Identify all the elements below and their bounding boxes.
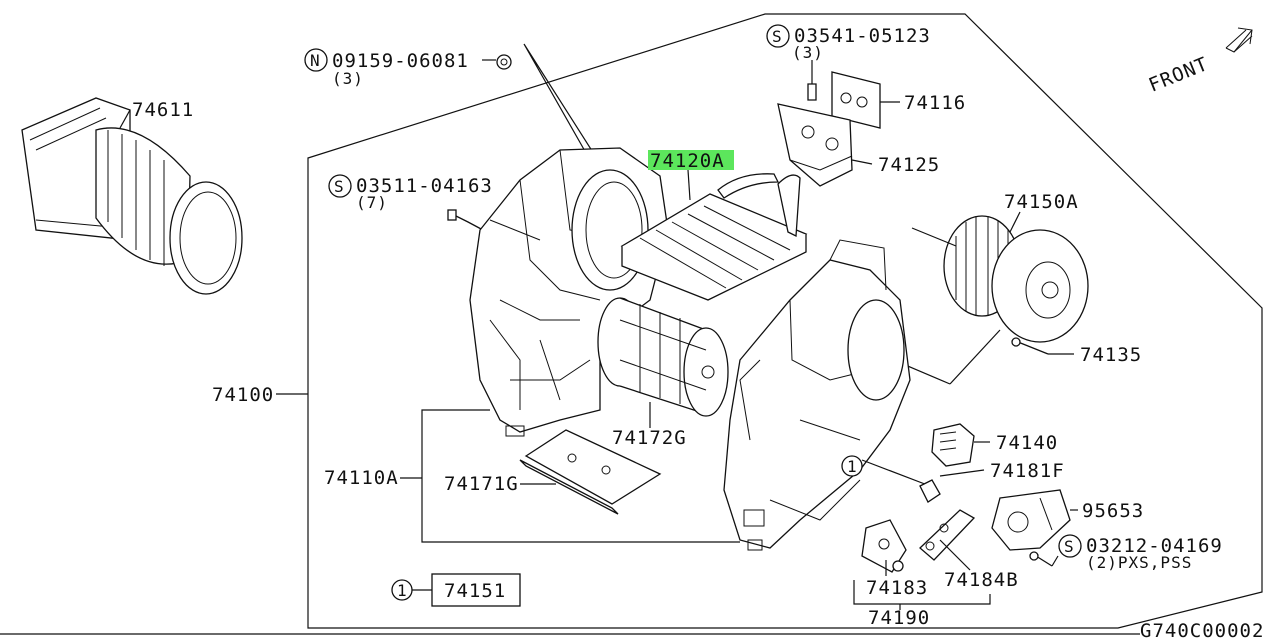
part-74150a-blower — [943, 215, 1089, 343]
callout-74190[interactable]: 74190 — [868, 607, 930, 629]
highlight-74120a — [648, 150, 734, 170]
callout-74183[interactable]: 74183 — [866, 577, 928, 599]
callout-03212[interactable]: S 03212-04169 (2)PXS,PSS — [1058, 534, 1223, 572]
callout-74140[interactable]: 74140 — [996, 432, 1058, 454]
part-74184b-link — [919, 509, 976, 561]
callout-74611[interactable]: 74611 — [132, 99, 194, 121]
ref-legend-1-marker: 1 — [397, 581, 408, 600]
part-74172g-drum — [597, 297, 729, 417]
part-74125-bracket — [777, 103, 853, 187]
callout-03541[interactable]: S 03541-05123 (3) — [766, 24, 931, 62]
qty-03212: (2)PXS,PSS — [1086, 553, 1192, 572]
part-74120a-heater-core — [620, 173, 808, 301]
screw-icon — [1011, 337, 1049, 355]
qty-09159: (3) — [332, 69, 364, 88]
callout-74151: 74151 — [444, 580, 506, 602]
callout-74125[interactable]: 74125 — [878, 154, 940, 176]
part-74181f-lever — [919, 479, 941, 503]
callout-74150a[interactable]: 74150A — [1004, 191, 1079, 213]
callout-74110a[interactable]: 74110A — [324, 467, 399, 489]
prefix-s-icon: S — [772, 27, 783, 46]
label-03212: 03212-04169 — [1086, 535, 1223, 557]
callout-09159[interactable]: N 09159-06081 (3) — [304, 48, 469, 88]
part-74171g-plate — [519, 429, 662, 515]
callout-74135[interactable]: 74135 — [1080, 344, 1142, 366]
label-03541: 03541-05123 — [794, 25, 931, 47]
ref-legend-1[interactable]: 1 74151 — [391, 573, 521, 607]
screw-icon — [1029, 551, 1053, 567]
callout-95653[interactable]: 95653 — [1082, 500, 1144, 522]
ref-marker-1[interactable]: 1 — [841, 455, 863, 477]
front-label: FRONT — [1146, 53, 1212, 97]
prefix-s-icon: S — [1064, 537, 1075, 556]
part-74116-seal — [831, 71, 881, 129]
part-74183-plate — [861, 519, 907, 573]
callout-74184b[interactable]: 74184B — [944, 569, 1019, 591]
part-74140-resistor — [931, 423, 975, 467]
part-heater-case-right — [723, 239, 911, 551]
label-03511: 03511-04163 — [356, 175, 493, 197]
part-95653-actuator — [991, 489, 1071, 551]
callout-74181f[interactable]: 74181F — [990, 460, 1065, 482]
prefix-n-icon: N — [310, 51, 321, 70]
nut-icon — [496, 54, 512, 70]
qty-03541: (3) — [792, 43, 824, 62]
ref-marker-1-label: 1 — [847, 457, 858, 476]
callout-74120a[interactable]: 74120A — [650, 150, 725, 172]
callout-74171g[interactable]: 74171G — [444, 473, 519, 495]
label-09159: 09159-06081 — [332, 50, 469, 72]
assembly-frame — [307, 13, 1263, 629]
part-74611-duct — [21, 97, 243, 295]
screw-icon — [807, 83, 817, 101]
callout-74172g[interactable]: 74172G — [612, 427, 687, 449]
callout-74100[interactable]: 74100 — [212, 384, 274, 406]
callout-74116[interactable]: 74116 — [904, 92, 966, 114]
front-arrow-icon — [1225, 27, 1253, 53]
qty-03511: (7) — [356, 193, 388, 212]
prefix-s-icon: S — [334, 177, 345, 196]
part-heater-case-left — [469, 147, 669, 437]
drawing-code: G740C00002 — [1140, 620, 1264, 640]
callout-03511[interactable]: S 03511-04163 (7) — [328, 174, 493, 212]
